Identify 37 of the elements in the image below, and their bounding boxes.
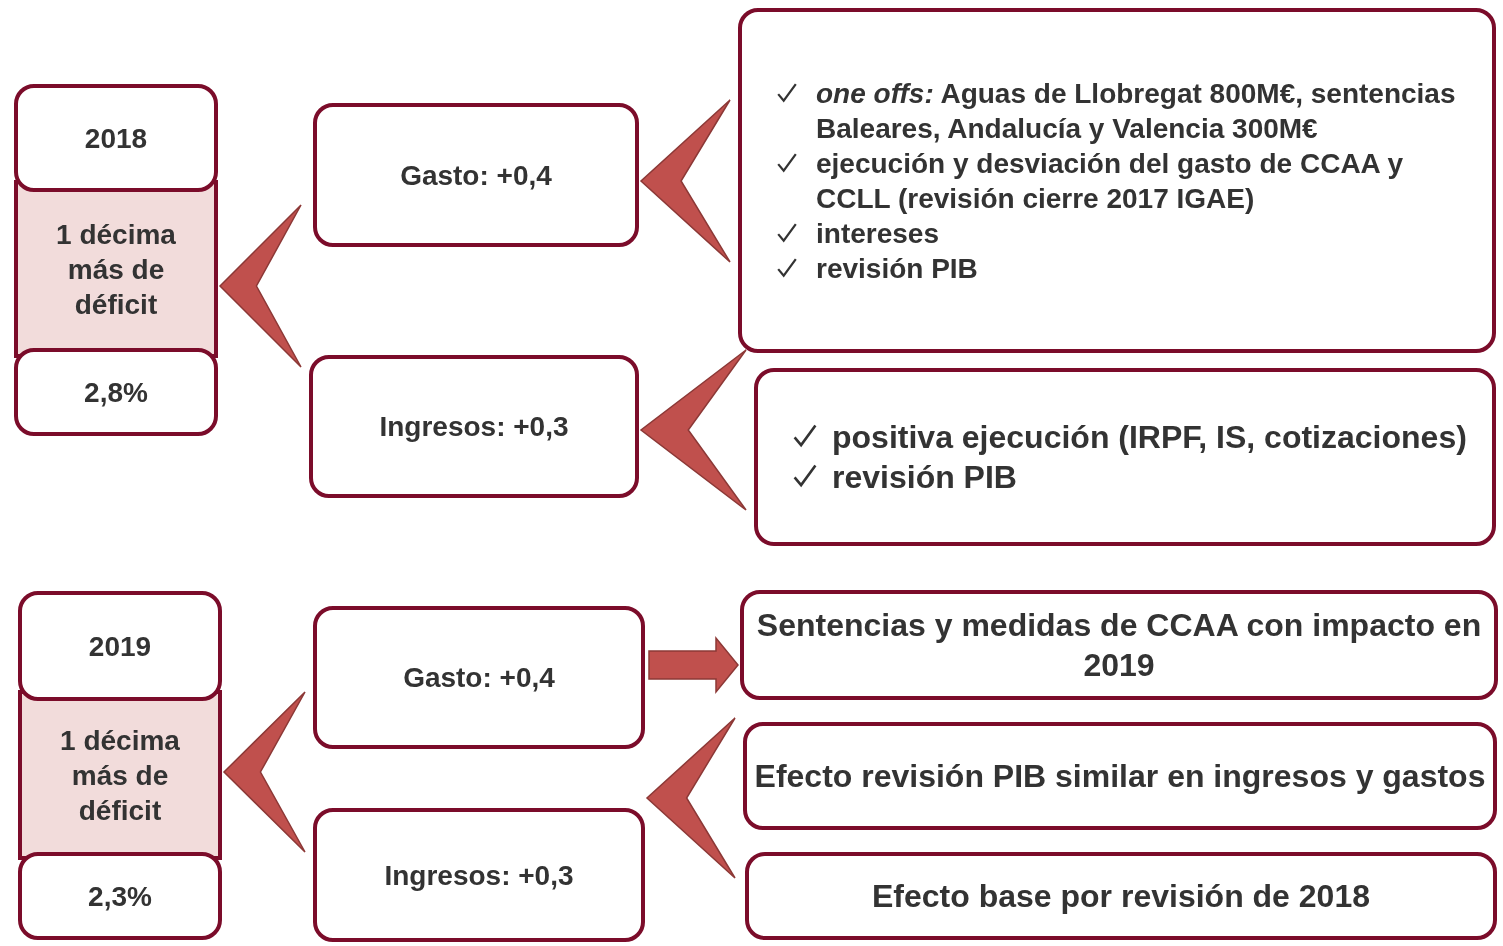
- chevron-arrow: [639, 349, 747, 511]
- chevron-arrow: [645, 717, 736, 879]
- bullet-text: positiva ejecución (IRPF, IS, cotizaciones): [832, 418, 1468, 457]
- box-text: 2019: [88, 629, 152, 664]
- box-text: Sentencias y medidas de CCAA con impacto en 2019: [755, 606, 1483, 685]
- chevron-arrow: [639, 99, 731, 263]
- rounded-box: [745, 852, 1497, 940]
- box-text: 2018: [84, 121, 148, 156]
- box-text: Gasto: +0,4: [403, 661, 555, 695]
- rounded-box: [14, 348, 218, 436]
- rounded-box: [18, 852, 222, 940]
- rounded-box: [313, 103, 639, 247]
- box-text: Gasto: +0,4: [400, 158, 552, 193]
- rounded-box: [18, 591, 222, 701]
- block-arrow: [648, 635, 739, 695]
- rounded-box: [309, 355, 639, 498]
- rounded-box: [740, 590, 1498, 700]
- rounded-box: [738, 8, 1496, 353]
- rounded-box: [754, 368, 1496, 546]
- rounded-box: [313, 808, 645, 942]
- rounded-box: [14, 84, 218, 192]
- box-text: 1 décima más de déficit: [55, 217, 177, 322]
- box-text: Ingresos: +0,3: [384, 858, 574, 893]
- chevron-arrow: [218, 204, 302, 368]
- bullet-text: revisión PIB: [832, 458, 1018, 497]
- box-text: 2,8%: [84, 375, 148, 410]
- bullet-text: ejecución y desviación del gasto de CCAA y CCLL (revisión cierre 2017 IGAE): [816, 146, 1405, 216]
- box-text: Efecto revisión PIB similar en ingresos y gastos: [754, 757, 1486, 796]
- rounded-box: [743, 722, 1497, 830]
- bullet-text: revisión PIB: [816, 251, 979, 286]
- bullet-text: intereses: [816, 216, 940, 251]
- box-text: Efecto base por revisión de 2018: [872, 877, 1370, 916]
- chevron-arrow: [222, 691, 306, 853]
- rounded-box: [313, 606, 645, 749]
- box-text: 1 décima más de déficit: [59, 723, 181, 828]
- box-text: Ingresos: +0,3: [379, 410, 569, 444]
- box-text: 2,3%: [88, 879, 152, 914]
